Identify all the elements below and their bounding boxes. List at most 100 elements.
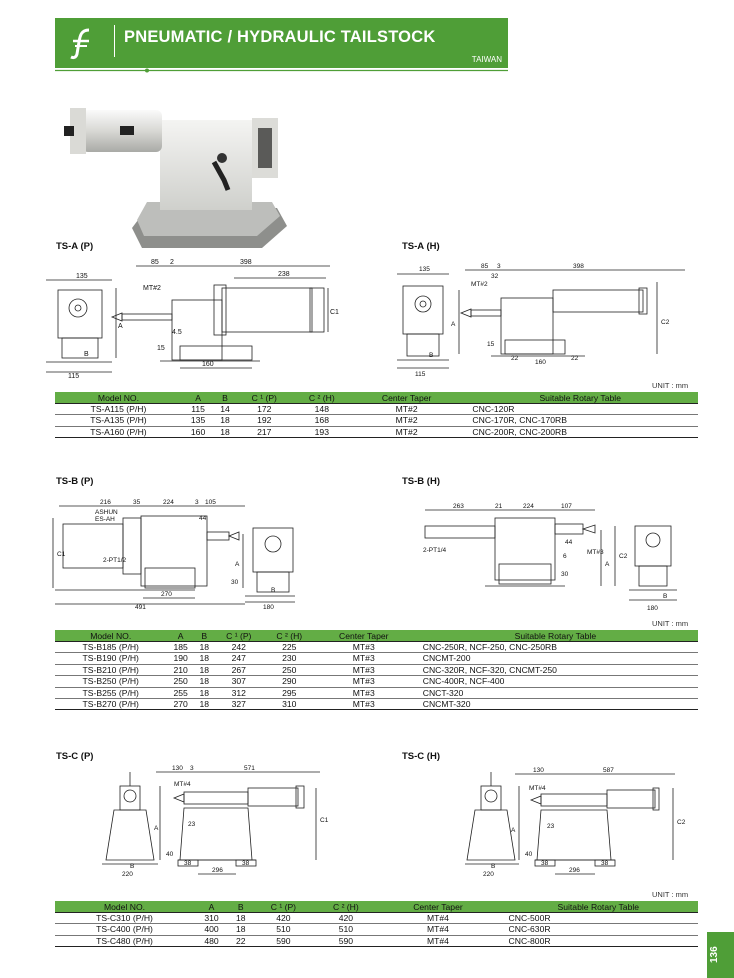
dim-38-right: 38 xyxy=(601,860,609,867)
label-2-pt1-2: 2-PT1/2 xyxy=(103,557,127,564)
spec-table-ts-a: Model NO. A B C ¹ (P) C ² (H) Center Tap… xyxy=(55,392,698,438)
dim-3: 3 xyxy=(190,765,194,772)
col-rotary-table: Suitable Rotary Table xyxy=(462,392,698,404)
dim-35: 35 xyxy=(133,499,141,506)
col-center-taper: Center Taper xyxy=(314,630,413,642)
dim-160: 160 xyxy=(535,359,546,366)
dim-130: 130 xyxy=(533,767,544,774)
col-b: B xyxy=(229,901,253,913)
dim-b: B xyxy=(663,593,667,600)
dim-38-left: 38 xyxy=(184,860,192,867)
spec-table-ts-c: Model NO. A B C ¹ (P) C ² (H) Center Tap… xyxy=(55,901,698,947)
unit-label: UNIT : mm xyxy=(652,890,689,899)
dim-b: B xyxy=(84,351,89,358)
dim-32: 32 xyxy=(491,273,499,280)
dim-115: 115 xyxy=(415,371,426,378)
drawing-ts-a-h: 135 85 3 398 32 MT#2 A C2 15 B 22 160 22… xyxy=(397,263,685,378)
col-model: Model NO. xyxy=(55,901,194,913)
dim-398: 398 xyxy=(573,263,584,270)
dim-mt2: MT#2 xyxy=(143,285,161,292)
dim-180: 180 xyxy=(647,605,658,612)
dim-b: B xyxy=(271,587,275,594)
col-c1: C ¹ (P) xyxy=(213,630,264,642)
header-banner xyxy=(55,18,508,68)
col-model: Model NO. xyxy=(55,392,182,404)
unit-label: UNIT : mm xyxy=(652,619,689,628)
col-b: B xyxy=(194,630,214,642)
dim-296: 296 xyxy=(212,867,223,874)
page-subtitle: TAIWAN xyxy=(471,55,502,64)
dim-b: B xyxy=(429,352,433,359)
page-number-tab xyxy=(707,932,734,978)
section-title-ts-c-h: TS-C (H) xyxy=(402,751,440,762)
section-title-ts-b-p: TS-B (P) xyxy=(56,476,94,487)
dim-135: 135 xyxy=(419,266,430,273)
col-c1: C ¹ (P) xyxy=(235,392,293,404)
dim-mt3: MT#3 xyxy=(587,549,604,556)
col-b: B xyxy=(214,392,236,404)
dim-491: 491 xyxy=(135,604,146,610)
dim-15: 15 xyxy=(487,341,495,348)
dim-c2: C2 xyxy=(677,819,686,826)
dim-c2: C2 xyxy=(619,553,628,560)
dim-220: 220 xyxy=(122,871,133,878)
drawing-ts-c-p: 130 3 571 MT#4 A C1 23 40 38 38 296 B 22… xyxy=(102,765,329,878)
dim-3: 3 xyxy=(497,263,501,270)
dim-6: 6 xyxy=(563,553,567,560)
dim-a: A xyxy=(605,561,610,568)
dim-135: 135 xyxy=(76,273,88,280)
dim-216: 216 xyxy=(100,499,111,506)
dim-40: 40 xyxy=(166,851,174,858)
dim-238: 238 xyxy=(278,271,290,278)
col-a: A xyxy=(181,392,215,404)
dim-b: B xyxy=(130,863,134,870)
label-es-ah: ES-AH xyxy=(95,516,115,523)
dim-22-right: 22 xyxy=(571,355,579,362)
dim-270: 270 xyxy=(161,591,172,598)
section-title-ts-b-h: TS-B (H) xyxy=(402,476,440,487)
dim-a: A xyxy=(154,825,159,832)
dim-398: 398 xyxy=(240,259,252,266)
dim-130: 130 xyxy=(172,765,183,772)
dim-c1: C1 xyxy=(57,551,66,558)
dim-23: 23 xyxy=(188,821,196,828)
dim-a: A xyxy=(118,323,123,330)
dim-3: 3 xyxy=(195,499,199,506)
header-divider xyxy=(114,25,115,57)
dim-180: 180 xyxy=(263,604,274,610)
header-rule xyxy=(55,68,508,73)
dim-115: 115 xyxy=(68,373,79,380)
drawing-ts-a-p: 135 85 2 398 238 MT#2 A C1 15 4.5 B 160 … xyxy=(46,259,339,380)
label-ashun: ASHUN xyxy=(95,509,118,516)
col-c2: C ² (H) xyxy=(292,392,351,404)
dim-21: 21 xyxy=(495,503,503,510)
brand-logo-icon xyxy=(63,24,103,62)
col-a: A xyxy=(193,901,230,913)
dim-160: 160 xyxy=(202,361,214,368)
dim-a: A xyxy=(235,561,240,568)
col-c2: C ² (H) xyxy=(314,901,378,913)
page-title: PNEUMATIC / HYDRAULIC TAILSTOCK xyxy=(124,28,436,46)
dim-105: 105 xyxy=(205,499,216,506)
dim-44: 44 xyxy=(565,539,573,546)
dim-2: 2 xyxy=(170,259,174,266)
col-rotary-table: Suitable Rotary Table xyxy=(498,901,698,913)
col-model: Model NO. xyxy=(55,630,167,642)
col-rotary-table: Suitable Rotary Table xyxy=(412,630,698,642)
dim-40: 40 xyxy=(525,851,533,858)
page-number: 136 xyxy=(709,946,720,964)
unit-label: UNIT : mm xyxy=(652,381,689,390)
col-c1: C ¹ (P) xyxy=(252,901,315,913)
dim-4-5: 4.5 xyxy=(172,329,182,336)
dim-38-left: 38 xyxy=(541,860,549,867)
dim-85: 85 xyxy=(481,263,489,270)
